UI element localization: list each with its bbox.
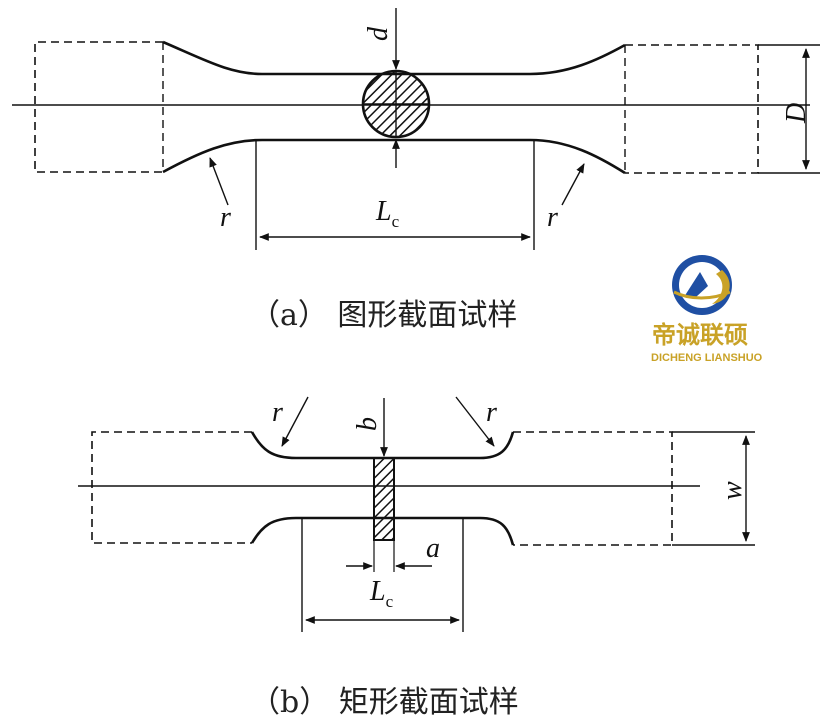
label-a: a [426,533,440,564]
label-Lc-a: Lc [375,196,400,231]
leader-r-left-b [281,396,309,447]
label-b: b [352,417,383,431]
label-r-right-a: r [547,202,558,233]
label-r-left-b: r [272,397,283,428]
label-Lc-b: Lc [369,576,394,611]
right-grip-a [625,44,759,174]
leader-r-left-a [209,157,229,206]
rect-cross-section [373,457,395,541]
specimen-outline-bottom-a [162,138,626,175]
right-grip-b [513,431,673,546]
caption-a: （a） 图形截面试样 [250,298,517,333]
specimen-outline-top-a [162,40,626,76]
specimen-outline-top-b [250,431,515,460]
label-r-right-b: r [486,397,497,428]
leader-r-right-b [455,396,495,447]
company-logo: 帝诚联硕 DICHENG LIANSHUO [651,255,763,364]
label-r-left-a: r [220,202,231,233]
label-w: w [717,481,748,500]
left-grip-a [34,41,163,173]
caption-b: （b） 矩形截面试样 [250,685,519,720]
label-d: d [363,26,394,41]
left-grip-b [91,431,252,544]
leader-r-right-a [561,163,585,206]
label-D: D [781,103,812,124]
logo-name-cn: 帝诚联硕 [652,321,748,349]
logo-name-en: DICHENG LIANSHUO [651,352,763,364]
figure-a-round-specimen [12,8,820,250]
figure-b-rect-specimen [78,396,755,632]
